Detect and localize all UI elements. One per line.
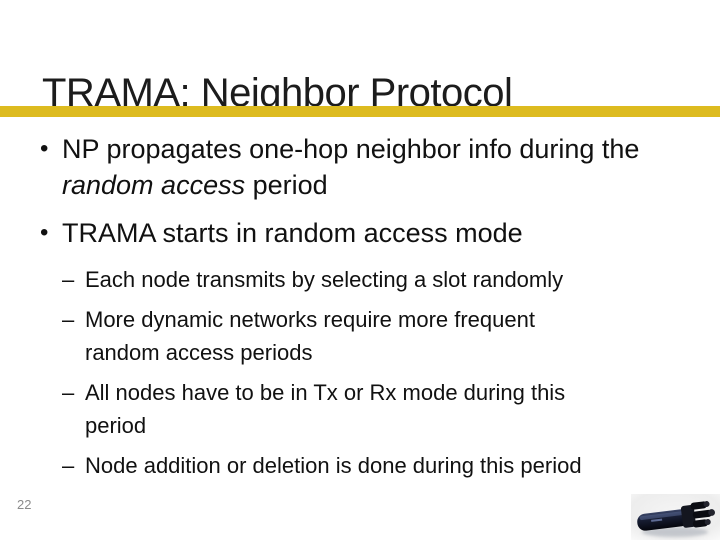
- bullet-marker: –: [62, 380, 75, 405]
- bullet-marker: –: [62, 307, 75, 332]
- bullet-list: • NP propagates one-hop neighbor info dur…: [0, 131, 720, 489]
- sensor-node-photo: [631, 494, 720, 540]
- device-photo: [631, 494, 720, 540]
- bullet-item: –More dynamic networks require more freq…: [0, 303, 720, 369]
- bullet-text: Each node transmits by selecting a slot …: [85, 267, 564, 292]
- bullet-item: –Node addition or deletion is done durin…: [0, 449, 720, 482]
- bullet-marker: •: [40, 135, 49, 162]
- bullet-text: TRAMA starts in random access mode: [62, 218, 523, 248]
- bullet-text: All nodes have to be in Tx or Rx mode du…: [85, 380, 566, 438]
- page-number: 22: [17, 497, 32, 512]
- bullet-item: –All nodes have to be in Tx or Rx mode d…: [0, 376, 720, 442]
- accent-bar: [0, 106, 720, 117]
- bullet-marker: •: [40, 219, 49, 246]
- bullet-text: More dynamic networks require more frequ…: [85, 307, 535, 365]
- bullet-marker: –: [62, 453, 75, 478]
- bullet-item: • NP propagates one-hop neighbor info dur…: [0, 131, 720, 203]
- bullet-text: NP propagates one-hop neighbor info duri…: [62, 134, 640, 200]
- bullet-item: • TRAMA starts in random access mode: [0, 215, 720, 251]
- bullet-marker: –: [62, 267, 75, 292]
- bullet-item: –Each node transmits by selecting a slot…: [0, 263, 720, 296]
- bullet-text: Node addition or deletion is done during…: [85, 453, 582, 478]
